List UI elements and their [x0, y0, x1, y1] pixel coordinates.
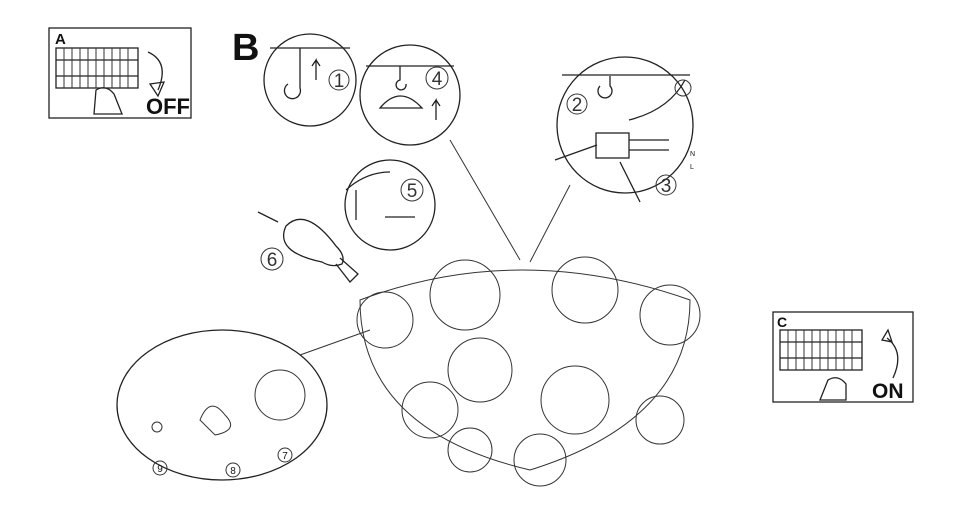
- step-number-1: 1: [334, 71, 345, 92]
- panel-c-label: C: [777, 314, 787, 330]
- step-1-hook-circle: 1: [263, 33, 357, 127]
- step-number-4: 4: [432, 69, 443, 90]
- steps-7-9-flower-assembly: 9 8 7: [116, 329, 328, 481]
- step-number-9: 9: [157, 464, 163, 475]
- step-number-8: 8: [230, 466, 236, 477]
- step-number-7: 7: [282, 451, 288, 462]
- step-number-2: 2: [572, 95, 583, 116]
- terminal-block-icon: [595, 132, 630, 159]
- twist-arrow-icon: [257, 211, 279, 223]
- wire-label-l: L: [690, 164, 694, 171]
- step-number-5: 5: [407, 181, 418, 202]
- step-6-bulb: 6: [257, 211, 359, 283]
- rotate-arrow-icon: [147, 51, 163, 91]
- panel-b-label: B: [232, 27, 259, 69]
- breaker-box-icon: [55, 47, 139, 115]
- ceiling-hook-icon: [283, 48, 302, 100]
- flower-chandelier: [356, 256, 701, 487]
- step-number-3: 3: [661, 176, 672, 197]
- wire-label-n: N: [690, 151, 695, 158]
- ground-symbol-icon: [674, 79, 692, 97]
- light-bulb-icon: [282, 218, 344, 267]
- flower-glass-icon: [254, 369, 306, 421]
- step-5-socket-circle: 5: [344, 159, 436, 251]
- canopy-icon: [378, 95, 424, 109]
- panel-c-breaker-on: C ON: [772, 311, 914, 403]
- step-number-6: 6: [267, 250, 278, 271]
- screwdriver-icon: [619, 161, 641, 203]
- breaker-box-icon: [779, 329, 863, 401]
- panel-a-state: OFF: [146, 94, 190, 119]
- panel-a-label: A: [55, 31, 66, 48]
- panel-c-state: ON: [872, 380, 904, 403]
- panel-a-breaker-off: A OFF: [48, 27, 192, 119]
- step-2-3-wiring-circle: N L 2 3: [554, 56, 695, 203]
- rotate-arrow-icon: [880, 328, 899, 379]
- step-4-canopy-circle: 4: [359, 44, 461, 146]
